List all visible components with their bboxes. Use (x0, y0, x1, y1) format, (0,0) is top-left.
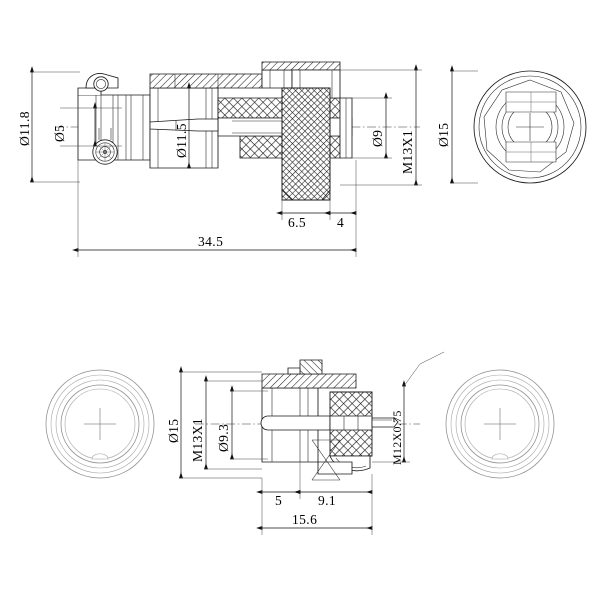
top-assembly-view: Ø11.8 Ø5 Ø11.5 Ø9 M13X1 (17, 61, 587, 257)
dim-label-4: 4 (337, 215, 344, 230)
dim-diameter-15-top: Ø15 (436, 65, 478, 184)
dim-label-m13x1-bottom: M13X1 (190, 418, 205, 462)
dim-label-9-3: Ø9.3 (216, 424, 231, 452)
dim-diameter-9-3: Ø9.3 (216, 385, 268, 460)
dim-length-4: 4 (324, 160, 357, 230)
bottom-assembly-view: Ø15 M13X1 Ø9.3 M12X0.75 5 (45, 351, 555, 535)
dim-label-9: Ø9 (370, 130, 385, 147)
dim-label-15-top: Ø15 (436, 123, 451, 147)
dim-label-15-bottom: Ø15 (166, 419, 181, 443)
socket-front-face-view (45, 369, 155, 479)
knurled-screw (92, 139, 118, 165)
dim-label-5: 5 (275, 493, 282, 508)
dim-label-m13x1-top: M13X1 (400, 130, 415, 174)
dim-label-5: Ø5 (52, 125, 67, 142)
plug-nose (339, 97, 353, 159)
dim-diameter-5: Ø5 (52, 102, 122, 147)
dim-length-9-1: 9.1 (294, 474, 373, 508)
dim-label-m12x075: M12X0.75 (390, 410, 404, 465)
dim-label-34-5: 34.5 (198, 234, 223, 249)
dim-diameter-9: Ø9 (352, 92, 392, 159)
coupling-nut (281, 87, 331, 201)
dim-length-15-6: 15.6 (256, 499, 373, 535)
socket-rear-face-view (445, 369, 555, 479)
dim-label-9-1: 9.1 (318, 493, 336, 508)
dim-label-11-8: Ø11.8 (17, 111, 32, 146)
dim-label-11-5: Ø11.5 (174, 123, 189, 158)
dim-length-34-5: 34.5 (72, 160, 357, 257)
dim-thread-m12x075: M12X0.75 (372, 351, 445, 465)
plug-end-face-view (473, 70, 587, 184)
section-cross-mark (311, 439, 341, 481)
dim-label-6-5: 6.5 (288, 215, 306, 230)
leader-line-m12 (403, 351, 445, 387)
dim-label-15-6: 15.6 (292, 512, 317, 527)
dim-diameter-11-5: Ø11.5 (174, 82, 192, 169)
socket-body-section (260, 359, 399, 481)
dim-thread-m13x1-top: M13X1 (340, 64, 422, 186)
dim-thread-m13x1-bottom: M13X1 (190, 375, 262, 470)
dim-length-6-5: 6.5 (276, 200, 331, 230)
dim-diameter-11-8: Ø11.8 (17, 66, 80, 183)
dim-diameter-15-bottom: Ø15 (166, 366, 262, 479)
